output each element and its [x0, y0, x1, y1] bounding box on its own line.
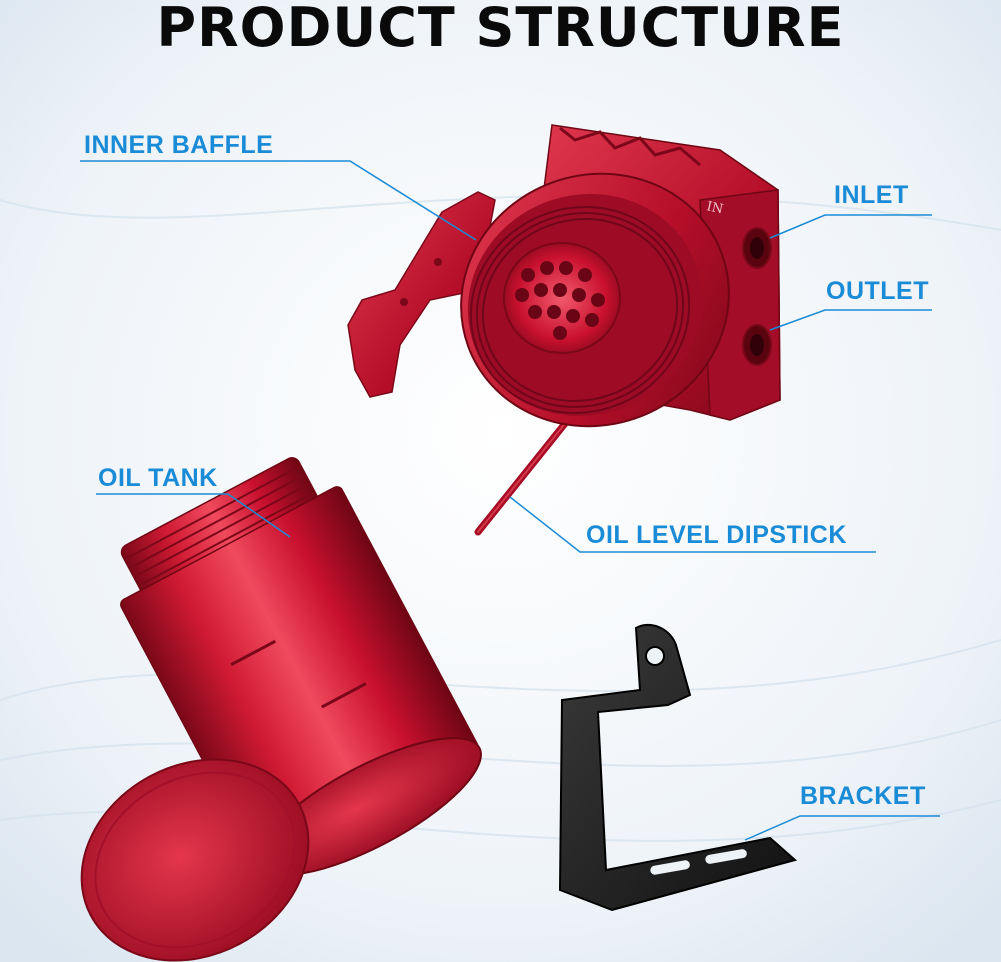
- label-inlet: INLET: [834, 181, 909, 209]
- callout-dipstick: [509, 496, 876, 553]
- callout-lines: [80, 160, 940, 841]
- label-bracket: BRACKET: [800, 782, 926, 810]
- callout-outlet: [769, 309, 932, 331]
- callout-bracket: [744, 815, 940, 841]
- label-outlet: OUTLET: [826, 277, 929, 305]
- label-inner-baffle: INNER BAFFLE: [84, 131, 274, 159]
- engraving-text: IN: [705, 199, 724, 217]
- cap-head-part: IN: [347, 124, 781, 428]
- callout-inlet: [769, 214, 932, 239]
- oil-tank-part: [80, 457, 482, 962]
- bracket-part: [558, 623, 798, 912]
- label-oil-level-dipstick: OIL LEVEL DIPSTICK: [586, 521, 847, 549]
- callout-oil-tank: [96, 493, 291, 538]
- label-oil-tank: OIL TANK: [98, 464, 218, 492]
- callout-inner-baffle: [80, 160, 477, 241]
- page-title: PRODUCT STRUCTURE: [156, 0, 845, 59]
